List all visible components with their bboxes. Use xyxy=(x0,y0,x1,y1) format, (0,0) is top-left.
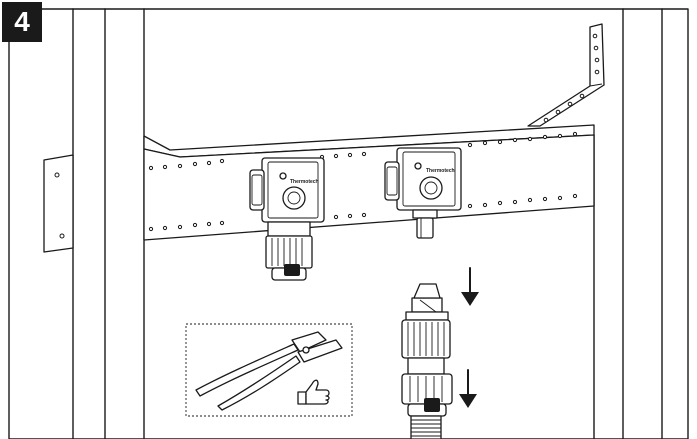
left-valve-brand: Thermotech xyxy=(290,179,319,185)
pipe-wrench-icon xyxy=(195,331,343,411)
down-arrow-icon xyxy=(461,267,479,306)
outer-frame xyxy=(8,8,689,439)
right-valve-brand: Thermotech xyxy=(426,168,455,174)
right-angled-strap xyxy=(527,23,605,127)
left-wall-studs xyxy=(72,8,145,439)
left-valve-assembly: Thermotech xyxy=(249,157,325,281)
down-arrow-icon xyxy=(459,369,477,408)
step-number-badge: 4 xyxy=(2,2,42,42)
thumbs-up-icon xyxy=(297,379,330,405)
right-valve-assembly: Thermotech xyxy=(384,147,462,239)
rail-holes-top xyxy=(148,131,578,171)
push-fit-connector xyxy=(401,283,453,439)
left-side-bracket xyxy=(43,154,74,253)
mounting-rail xyxy=(143,124,595,241)
tool-hint xyxy=(185,323,353,417)
